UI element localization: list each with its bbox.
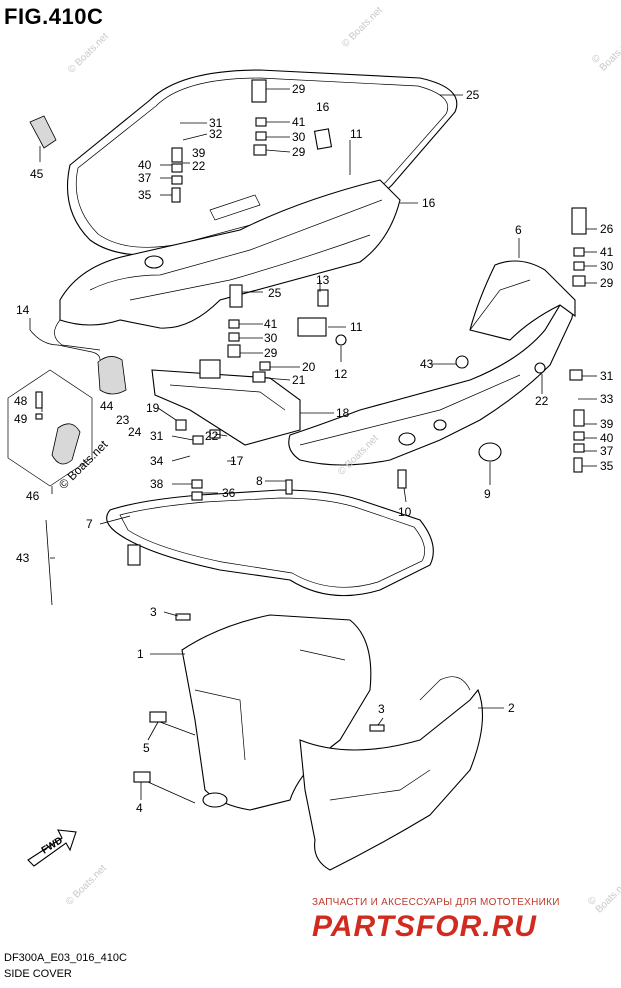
callout-35-top[interactable]: 35: [138, 188, 152, 202]
callout-4[interactable]: 4: [136, 801, 143, 815]
callout-19[interactable]: 19: [146, 401, 160, 415]
callout-16-top[interactable]: 16: [422, 196, 436, 210]
callout-31-right[interactable]: 31: [600, 369, 614, 383]
callout-33[interactable]: 33: [600, 392, 614, 406]
callout-34[interactable]: 34: [150, 454, 164, 468]
callout-11[interactable]: 10: [398, 505, 412, 519]
callout-20[interactable]: 20: [302, 360, 316, 374]
part-44-cable-tie[interactable]: [45, 519, 53, 606]
callout-30-mid[interactable]: 30: [264, 331, 278, 345]
part-10-grommet[interactable]: [478, 442, 502, 462]
callout-29-mid[interactable]: 29: [264, 346, 278, 360]
callout-49[interactable]: 49: [14, 412, 28, 426]
callout-16-mid[interactable]: 17: [230, 454, 244, 468]
callout-38[interactable]: 38: [150, 477, 164, 491]
leader-lines: [29, 88, 597, 804]
callout-36[interactable]: 36: [222, 486, 236, 500]
callout-44[interactable]: 43: [16, 551, 30, 565]
callout-37-right[interactable]: 37: [600, 444, 614, 458]
callout-22-right[interactable]: 22: [535, 394, 549, 408]
callout-3-right[interactable]: 3: [378, 702, 385, 716]
callout-10[interactable]: 9: [484, 487, 491, 501]
callout-22-mid[interactable]: 22: [205, 429, 219, 443]
shop-tagline: ЗАПЧАСТИ И АКСЕССУАРЫ ДЛЯ МОТОТЕХНИКИ: [312, 897, 560, 908]
part-15-tube[interactable]: [29, 329, 101, 361]
part-43-clamp[interactable]: [97, 356, 127, 395]
part-1-lower-left-cover[interactable]: [181, 614, 372, 811]
callout-48[interactable]: 48: [14, 394, 28, 408]
callout-32[interactable]: 32: [209, 127, 223, 141]
callout-24[interactable]: 24: [128, 425, 142, 439]
shop-logo[interactable]: PARTSFOR.RU: [312, 910, 537, 943]
part-7-side-cover[interactable]: [288, 260, 576, 466]
part-46-kit-box[interactable]: [7, 369, 93, 487]
callout-25[interactable]: 25: [466, 88, 480, 102]
callout-3-left[interactable]: 3: [150, 605, 157, 619]
callout-40-top[interactable]: 40: [138, 158, 152, 172]
callout-35-right[interactable]: 35: [600, 459, 614, 473]
callout-31-top[interactable]: 31: [209, 116, 223, 130]
section-name: SIDE COVER: [4, 968, 72, 980]
callout-12[interactable]: 11: [350, 320, 363, 334]
figure-title: FIG.410C: [4, 4, 104, 29]
callout-15[interactable]: 14: [16, 303, 30, 317]
callout-31-mid[interactable]: 31: [150, 429, 164, 443]
callout-41-right[interactable]: 41: [600, 245, 614, 259]
part-45-connector[interactable]: [29, 115, 57, 149]
callout-30-top[interactable]: 30: [292, 130, 306, 144]
callout-30-right[interactable]: 30: [600, 259, 614, 273]
callout-13[interactable]: 12: [334, 367, 348, 381]
callout-1[interactable]: 1: [137, 647, 144, 661]
part-8-lower-seal[interactable]: [106, 489, 434, 597]
callout-39-top[interactable]: 39: [192, 146, 206, 160]
callout-6[interactable]: 11: [350, 127, 363, 141]
part-17-plate[interactable]: [313, 128, 333, 150]
callout-5[interactable]: 5: [143, 741, 150, 755]
callout-29-right[interactable]: 29: [600, 276, 614, 290]
part-18-bracket[interactable]: [151, 359, 301, 446]
callout-21[interactable]: 21: [292, 373, 306, 387]
fwd-arrow: FWD: [27, 829, 77, 867]
callout-17[interactable]: 16: [316, 100, 330, 114]
part-2-lower-right-cover[interactable]: [299, 676, 484, 871]
callout-9[interactable]: 8: [256, 474, 263, 488]
callout-18[interactable]: 18: [336, 406, 350, 420]
callout-41-mid[interactable]: 41: [264, 317, 278, 331]
callout-46[interactable]: 46: [26, 489, 40, 503]
part-hardware-group: [35, 79, 587, 783]
callout-2[interactable]: 2: [508, 701, 515, 715]
callout-28[interactable]: 29: [292, 82, 306, 96]
model-code: DF300A_E03_016_410C: [4, 952, 127, 964]
callout-42[interactable]: 43: [420, 357, 434, 371]
callout-27[interactable]: 26: [600, 222, 614, 236]
callout-45[interactable]: 45: [30, 167, 44, 181]
callout-14[interactable]: 13: [316, 273, 330, 287]
callout-41-top[interactable]: 41: [292, 115, 306, 129]
callout-43[interactable]: 44: [100, 399, 114, 413]
callout-labels: 25 29 16 11 41 30 29 31 32 39 22 40 37 3…: [14, 82, 614, 815]
callout-8[interactable]: 7: [86, 517, 93, 531]
callout-40-right[interactable]: 40: [600, 431, 614, 445]
callout-22-top[interactable]: 22: [192, 159, 206, 173]
callout-39-right[interactable]: 39: [600, 417, 614, 431]
callout-37-top[interactable]: 37: [138, 171, 152, 185]
callout-26[interactable]: 25: [268, 286, 282, 300]
part-16-upper-cover[interactable]: [54, 179, 401, 351]
callout-23[interactable]: 23: [116, 413, 130, 427]
callout-29-top[interactable]: 29: [292, 145, 306, 159]
callout-7[interactable]: 6: [515, 223, 522, 237]
